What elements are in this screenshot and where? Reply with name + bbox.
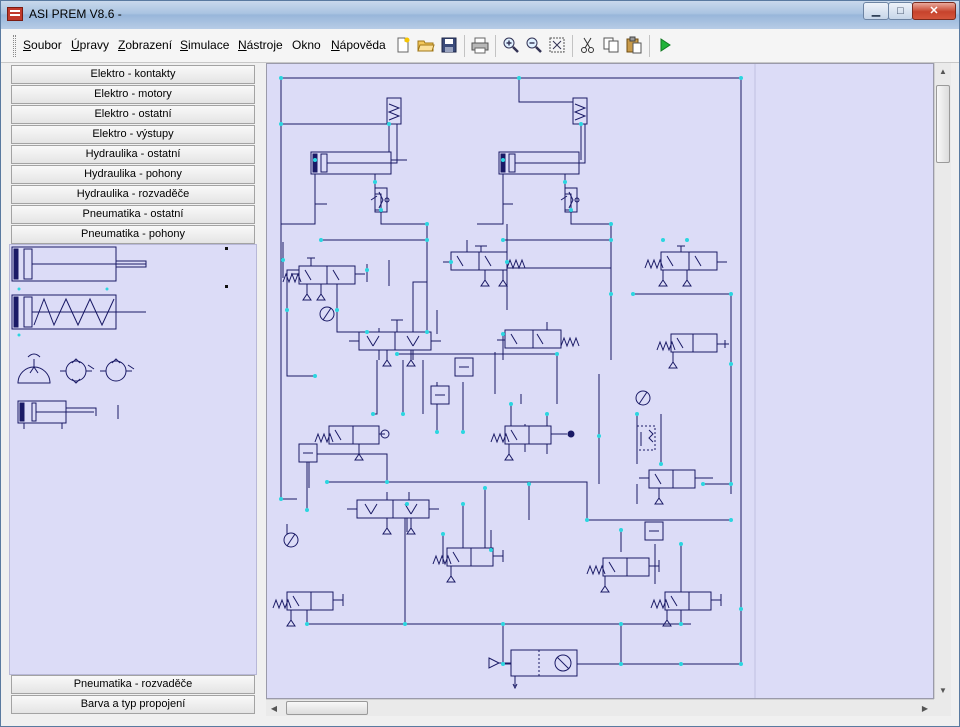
library-symbol-motor-bidirectional[interactable] [60,358,95,384]
library-symbol-pump[interactable] [100,358,135,382]
valve-pushbutton-b[interactable] [586,557,660,593]
valve-5-2-a[interactable] [349,319,441,367]
menu-nastroje[interactable]: Nástroje [238,38,283,52]
schematic-canvas[interactable] [266,63,934,699]
cut-icon[interactable] [579,36,597,54]
component-library: Elektro - kontakty Elektro - motory Elek… [1,63,263,723]
library-symbols [11,246,228,429]
library-group-elektro-kontakty[interactable]: Elektro - kontakty [11,65,255,84]
zoom-fit-icon[interactable] [548,36,566,54]
library-group-pneumatika-ostatni[interactable]: Pneumatika - ostatní [11,205,255,224]
scroll-up-icon[interactable]: ▲ [939,67,947,76]
valve-3-2-d[interactable] [644,245,727,287]
valve-3-2-e[interactable] [656,333,729,369]
scroll-down-icon[interactable]: ▼ [939,686,947,695]
library-symbols-area [9,244,257,675]
library-group-elektro-ostatni[interactable]: Elektro - ostatní [11,105,255,124]
cylinder-left[interactable] [310,97,402,175]
title-bar[interactable]: ASI PREM V8.6 - ▁ □ ✕ [1,1,959,29]
zoom-out-icon[interactable] [525,36,543,54]
zoom-in-icon[interactable] [502,36,520,54]
app-icon[interactable] [7,7,23,21]
valve-3-2-b[interactable] [443,245,526,287]
new-document-icon[interactable] [394,36,412,54]
air-supply-unit[interactable] [488,649,578,690]
paste-icon[interactable] [625,36,643,54]
run-simulation-icon[interactable] [656,36,674,54]
library-symbol-cylinder-small[interactable] [17,400,119,429]
menu-napoveda[interactable]: Nápověda [331,38,386,52]
menu-upravy[interactable]: Úpravy [71,38,110,52]
connection-nodes [279,76,743,666]
valve-pushbutton-a[interactable] [432,547,504,583]
valve-pushbutton-c[interactable] [272,591,344,627]
menu-soubor[interactable]: Soubor [23,38,62,52]
valve-roller-b[interactable] [490,425,575,461]
horizontal-scrollbar[interactable]: ◀ ▶ [266,699,934,716]
size-grip[interactable] [934,699,951,716]
horizontal-scroll-thumb[interactable] [286,701,368,715]
open-folder-icon[interactable] [417,36,435,54]
library-group-elektro-motory[interactable]: Elektro - motory [11,85,255,104]
toolbar-separator [572,35,573,57]
scroll-left-icon[interactable]: ◀ [270,704,278,713]
toolbar-separator [495,35,496,57]
library-group-elektro-vystupy[interactable]: Elektro - výstupy [11,125,255,144]
cylinder-right[interactable] [498,97,588,175]
print-icon[interactable] [471,36,489,54]
library-group-hydraulika-ostatni[interactable]: Hydraulika - ostatní [11,145,255,164]
menu-zobrazeni[interactable]: Zobrazení [118,38,173,52]
pressure-regulator[interactable] [636,425,656,451]
vertical-scrollbar[interactable]: ▲ ▼ [934,63,951,699]
pressure-gauge-a[interactable] [319,306,335,322]
scroll-right-icon[interactable]: ▶ [921,704,929,713]
menu-toolbar: Soubor Úpravy Zobrazení Simulace Nástroj… [1,29,959,63]
library-symbol-air-motor[interactable] [17,353,51,384]
logic-element-a[interactable] [454,357,474,377]
copy-icon[interactable] [602,36,620,54]
window-title: ASI PREM V8.6 - [29,7,122,21]
valve-3-2-a[interactable] [282,257,365,301]
library-group-barva-typ-propojeni[interactable]: Barva a typ propojení [11,695,255,714]
valve-pushbutton-d[interactable] [650,591,722,627]
library-group-pneumatika-rozvadece[interactable]: Pneumatika - rozvaděče [11,675,255,694]
close-button[interactable]: ✕ [912,2,956,20]
logic-element-d[interactable] [644,521,664,541]
logic-element-c[interactable] [298,443,318,463]
library-symbol-cylinder-double[interactable] [11,246,147,291]
library-group-hydraulika-rozvadece[interactable]: Hydraulika - rozvaděče [11,185,255,204]
valve-5-2-b[interactable] [347,492,439,535]
save-disk-icon[interactable] [440,36,458,54]
pressure-gauge-c[interactable] [283,532,299,548]
pneumatic-schematic[interactable] [267,64,934,699]
toolbar-separator [464,35,465,57]
toolbar-separator [649,35,650,57]
minimize-button[interactable]: ▁ [863,2,889,20]
toolbar-grip[interactable] [13,35,16,57]
vertical-scroll-thumb[interactable] [936,85,950,163]
valve-3-2-c[interactable] [497,322,580,349]
logic-element-b[interactable] [430,385,450,405]
valve-3-2-f[interactable] [639,469,713,505]
pressure-gauge-b[interactable] [635,390,651,406]
library-symbol-cylinder-spring[interactable] [11,294,146,337]
maximize-button[interactable]: □ [888,2,913,20]
menu-okno[interactable]: Okno [292,38,321,52]
menu-simulace[interactable]: Simulace [180,38,230,52]
library-group-pneumatika-pohony[interactable]: Pneumatika - pohony [11,225,255,244]
valve-roller-a[interactable] [314,425,390,461]
library-group-hydraulika-pohony[interactable]: Hydraulika - pohony [11,165,255,184]
